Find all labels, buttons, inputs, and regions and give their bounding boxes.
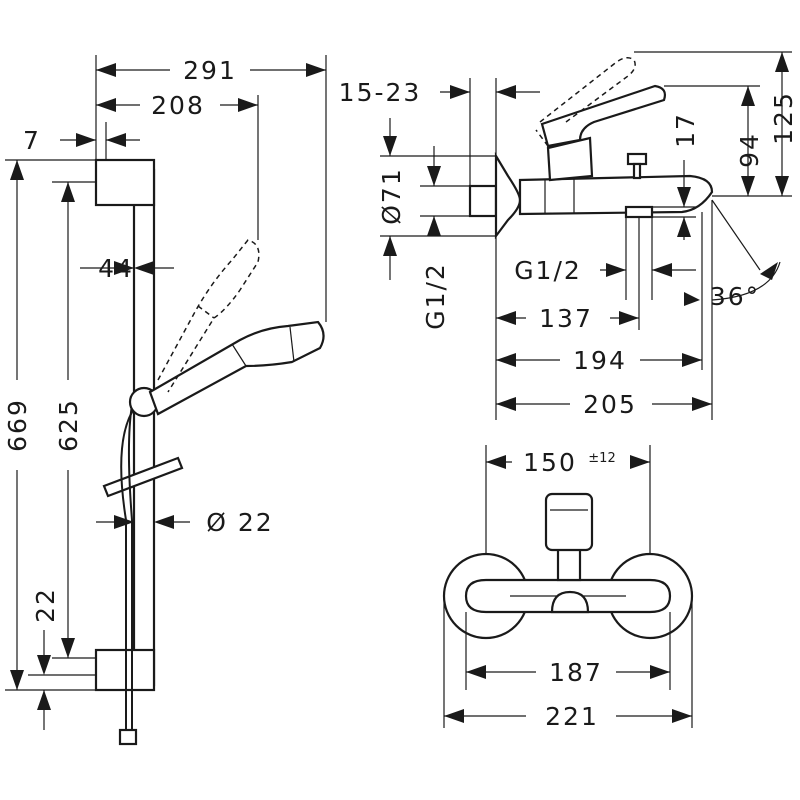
dim-17: 17 [671,112,700,148]
front-aerator [550,590,590,614]
dim-dia-22: Ø 22 [206,508,273,537]
hose-nut [118,728,138,746]
diverter-knob [626,152,648,166]
dim-44: 44 [98,254,134,283]
wall-connection [468,184,498,218]
escutcheon [494,152,522,240]
front-lever [544,492,594,552]
dim-dia-71: Ø71 [377,167,406,225]
dim-205: 205 [583,390,637,419]
mixer-side-view: 15-23 Ø71 G1/2 125 94 [339,51,798,420]
dim-g12-vertical: G1/2 [421,262,450,330]
dim-208: 208 [151,91,205,120]
slider-bar [102,456,184,498]
dim-125: 125 [769,91,798,145]
dim-221: 221 [545,702,599,731]
lever-alt-position [539,57,636,123]
dim-36-deg: 36° [710,282,760,311]
dim-669: 669 [3,398,32,452]
mixer-front-view: 150 ±12 187 221 [442,445,694,731]
dim-7: 7 [23,126,41,155]
dim-137: 137 [539,304,593,333]
dim-g12-horizontal: G1/2 [514,256,582,285]
shower-rail-view: 291 208 7 44 669 625 [3,55,327,746]
dim-187: 187 [549,658,603,687]
spout-aerator [624,205,654,219]
dim-150-tolerance: ±12 [588,451,615,466]
dim-291: 291 [183,56,237,85]
mixer-body [518,174,714,216]
handshower [148,320,325,416]
lever-handle [540,84,667,148]
dim-22-length: 22 [31,587,60,623]
handshower-alt-position [157,239,260,393]
top-wall-bracket [94,158,156,207]
dim-625: 625 [54,398,83,452]
dim-194: 194 [573,346,627,375]
dim-15-23: 15-23 [339,78,422,107]
dim-150: 150 [523,448,577,477]
shower-rail [132,168,156,687]
dim-94: 94 [735,132,764,168]
